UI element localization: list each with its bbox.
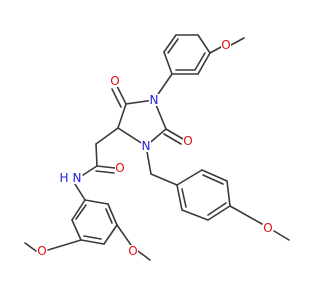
bond-lines	[24, 34, 290, 261]
atom-label-background	[149, 94, 159, 106]
atom-o_ome_bottom: O	[128, 244, 138, 258]
atom-label: N	[142, 139, 151, 153]
atom-n_amide: N	[72, 171, 82, 185]
atom-n3: N	[141, 139, 151, 153]
atom-o_ome_left: O	[37, 244, 47, 258]
atom-n1: N	[149, 93, 159, 107]
atom-o_ketone: O	[110, 74, 120, 88]
atom-label-background	[59, 172, 69, 184]
atom-o_ome_top: O	[221, 38, 231, 52]
atom-label: H	[59, 171, 68, 185]
atom-label-background	[110, 75, 120, 87]
atom-label: O	[128, 244, 137, 258]
atom-label: N	[150, 93, 159, 107]
atom-label-background	[141, 140, 151, 152]
atom-h_amide: H	[59, 171, 69, 185]
atom-o_urea: O	[183, 134, 193, 148]
atom-label-background	[37, 245, 47, 257]
atom-label: O	[183, 134, 192, 148]
atom-label-background	[72, 172, 82, 184]
atom-label: O	[37, 244, 46, 258]
atom-label: N	[73, 171, 82, 185]
atom-o_ome_right: O	[263, 221, 273, 235]
atom-o_amide: O	[115, 161, 125, 175]
atom-label-background	[128, 245, 138, 257]
atom-label-background	[221, 39, 231, 51]
atom-label-background	[263, 222, 273, 234]
atom-label-background	[183, 135, 193, 147]
atom-label: O	[115, 161, 124, 175]
atom-label: O	[221, 38, 230, 52]
atom-label-background	[115, 162, 125, 174]
atom-label: O	[110, 74, 119, 88]
atom-label: O	[263, 221, 272, 235]
